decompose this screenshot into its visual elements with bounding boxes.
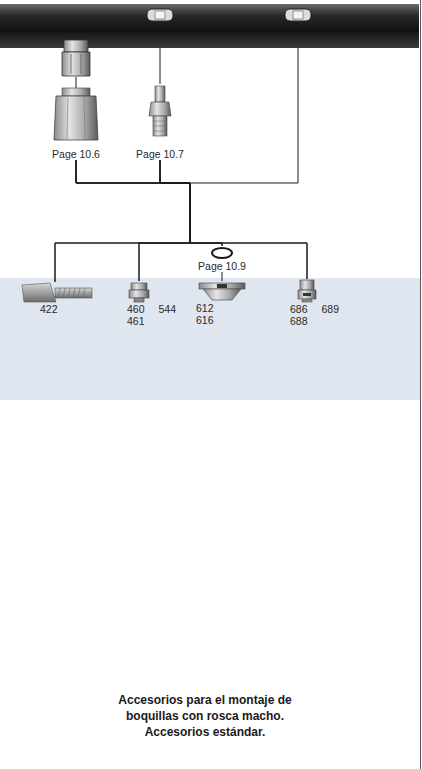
adapter-nipple bbox=[149, 86, 171, 136]
part-number: 616 bbox=[196, 314, 214, 326]
part-box: Page 10.9 bbox=[186, 246, 258, 272]
connector-line bbox=[55, 160, 190, 282]
part-number: 689 bbox=[322, 303, 340, 315]
part-number: Page 10.9 bbox=[198, 260, 246, 272]
pipe-fitting-nut bbox=[62, 52, 90, 76]
connector-line bbox=[160, 160, 222, 246]
part-box: Page 10.6 bbox=[36, 86, 116, 160]
label-column: 460461 bbox=[127, 303, 145, 327]
label-column: 422 bbox=[40, 303, 58, 315]
connector-line bbox=[76, 160, 307, 279]
part-box: 686688 689 bbox=[284, 279, 356, 327]
connector-line bbox=[222, 272, 223, 281]
connector-line bbox=[139, 160, 190, 281]
label-column: Page 10.9 bbox=[198, 260, 246, 272]
label-row: 612616 bbox=[196, 302, 250, 326]
nozzle-686 bbox=[298, 280, 316, 302]
label-column: 689 bbox=[322, 303, 340, 327]
part-box: 460461 544 bbox=[122, 281, 184, 327]
label-column: Page 10.6 bbox=[52, 148, 100, 160]
nozzle-460 bbox=[129, 283, 149, 302]
connector-line bbox=[76, 160, 190, 281]
pipe-fitting bbox=[64, 40, 88, 52]
label-column: 544 bbox=[159, 303, 177, 327]
label-row: 422 bbox=[40, 303, 95, 315]
part-box: 422 bbox=[20, 282, 95, 315]
part-number: 688 bbox=[290, 315, 308, 327]
connector-line bbox=[160, 160, 307, 279]
nozzle-612 bbox=[199, 283, 245, 300]
part-number: 686 bbox=[290, 303, 308, 315]
part-number: Page 10.7 bbox=[136, 148, 184, 160]
part-number: Page 10.6 bbox=[52, 148, 100, 160]
label-row: 686688 689 bbox=[290, 303, 356, 327]
part-number: 422 bbox=[40, 303, 58, 315]
part-number: 460 bbox=[127, 303, 145, 315]
product-band bbox=[0, 278, 420, 400]
figure-caption: Accesorios para el montaje de boquillas … bbox=[113, 692, 297, 740]
o-ring bbox=[212, 248, 232, 258]
label-column: 612616 bbox=[196, 302, 214, 326]
label-row: 460461 544 bbox=[127, 303, 184, 327]
label-row: Page 10.9 bbox=[186, 260, 258, 272]
pipe-clamp bbox=[285, 9, 311, 21]
page-border bbox=[420, 0, 421, 769]
boom-pipe bbox=[0, 4, 419, 48]
part-number: 461 bbox=[127, 315, 145, 327]
part-number: 612 bbox=[196, 302, 214, 314]
part-number: 544 bbox=[159, 303, 177, 315]
label-column: 686688 bbox=[290, 303, 308, 327]
part-box: Page 10.7 bbox=[120, 84, 200, 160]
label-row: Page 10.7 bbox=[120, 148, 200, 160]
pipe-clamp bbox=[147, 9, 173, 21]
part-box: 612616 bbox=[190, 281, 250, 326]
connector-line bbox=[55, 160, 190, 282]
label-column: Page 10.7 bbox=[136, 148, 184, 160]
leader-line bbox=[76, 48, 298, 183]
connector-line bbox=[76, 160, 222, 246]
label-row: Page 10.6 bbox=[36, 148, 116, 160]
adapter-nut bbox=[54, 88, 98, 140]
nozzle-422 bbox=[22, 283, 92, 302]
